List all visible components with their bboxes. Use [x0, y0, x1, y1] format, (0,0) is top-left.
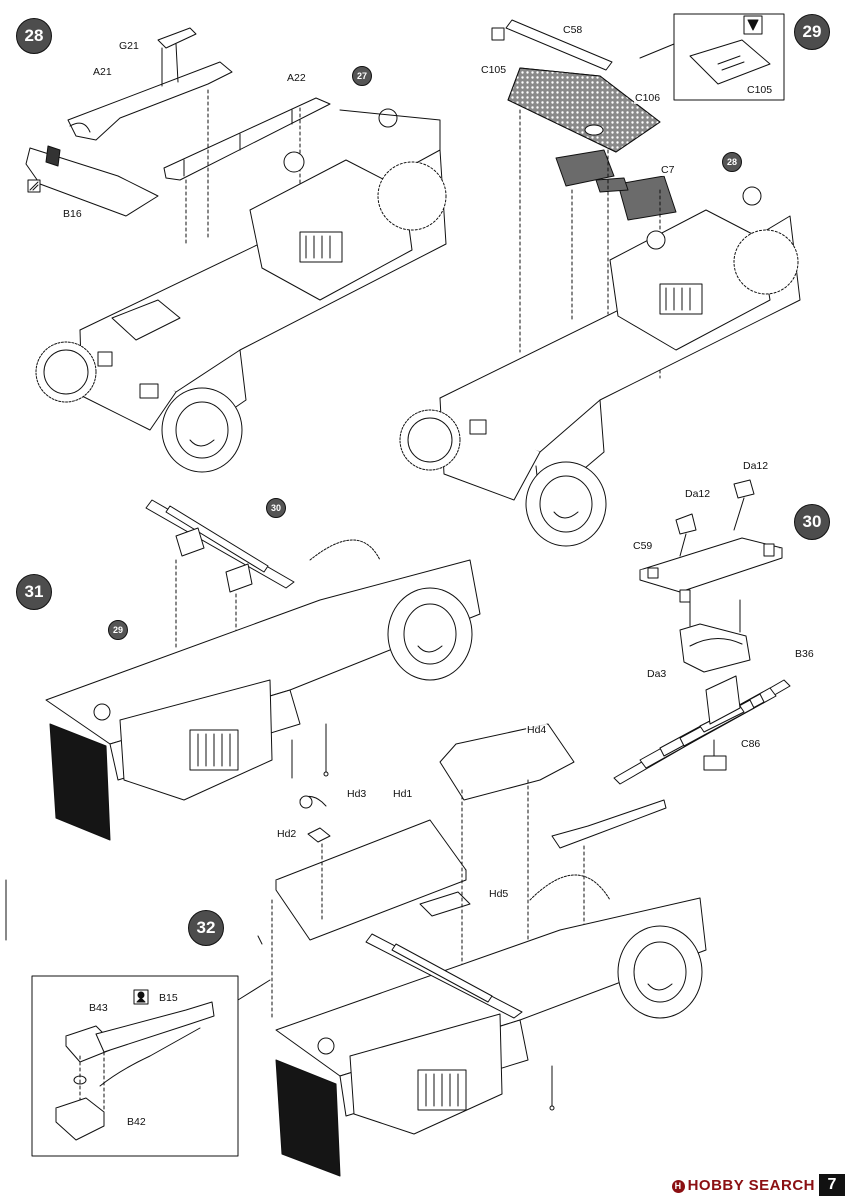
part-label-b43: B43: [88, 1002, 109, 1014]
page-number: 7: [819, 1174, 845, 1196]
part-label-da12-left: Da12: [684, 488, 712, 500]
part-label-hd3: Hd3: [346, 788, 368, 800]
watermark-logo-icon: H: [671, 1180, 685, 1193]
step-31-number: 31: [16, 574, 52, 610]
step-29-number: 29: [794, 14, 830, 50]
part-label-hd5: Hd5: [488, 888, 510, 900]
part-label-a22: A22: [286, 72, 307, 84]
part-label-hd1: Hd1: [392, 788, 414, 800]
ref-step-27: 27: [352, 66, 372, 86]
part-label-b16: B16: [62, 208, 83, 220]
part-label-hd4: Hd4: [526, 724, 548, 736]
step29-diagram: [399, 13, 801, 547]
part-label-hd2: Hd2: [276, 828, 298, 840]
part-label-b42: B42: [126, 1116, 147, 1128]
part-label-c106: C106: [634, 92, 662, 104]
step-30-number: 30: [794, 504, 830, 540]
part-label-c7: C7: [660, 164, 676, 176]
step32-diagram: [5, 723, 707, 1177]
part-label-da12-right: Da12: [742, 460, 770, 472]
part-label-c105: C105: [480, 64, 508, 76]
ref-step-28: 28: [722, 152, 742, 172]
part-label-a21: A21: [92, 66, 113, 78]
part-label-b15: B15: [158, 992, 179, 1004]
part-label-c105-inset: C105: [746, 84, 774, 96]
part-label-c59: C59: [632, 540, 654, 552]
step30-diagram: [613, 479, 791, 785]
step-32-number: 32: [188, 910, 224, 946]
part-label-c86: C86: [740, 738, 762, 750]
watermark-text: HOBBY SEARCH: [687, 1177, 815, 1194]
step31-diagram: [45, 499, 481, 841]
part-label-da3: Da3: [646, 668, 668, 680]
ref-step-30: 30: [266, 498, 286, 518]
part-label-c58: C58: [562, 24, 584, 36]
step-28-number: 28: [16, 18, 52, 54]
step28-diagram: [25, 27, 447, 473]
part-label-g21: G21: [118, 40, 140, 52]
ref-step-29: 29: [108, 620, 128, 640]
part-label-b36: B36: [794, 648, 815, 660]
